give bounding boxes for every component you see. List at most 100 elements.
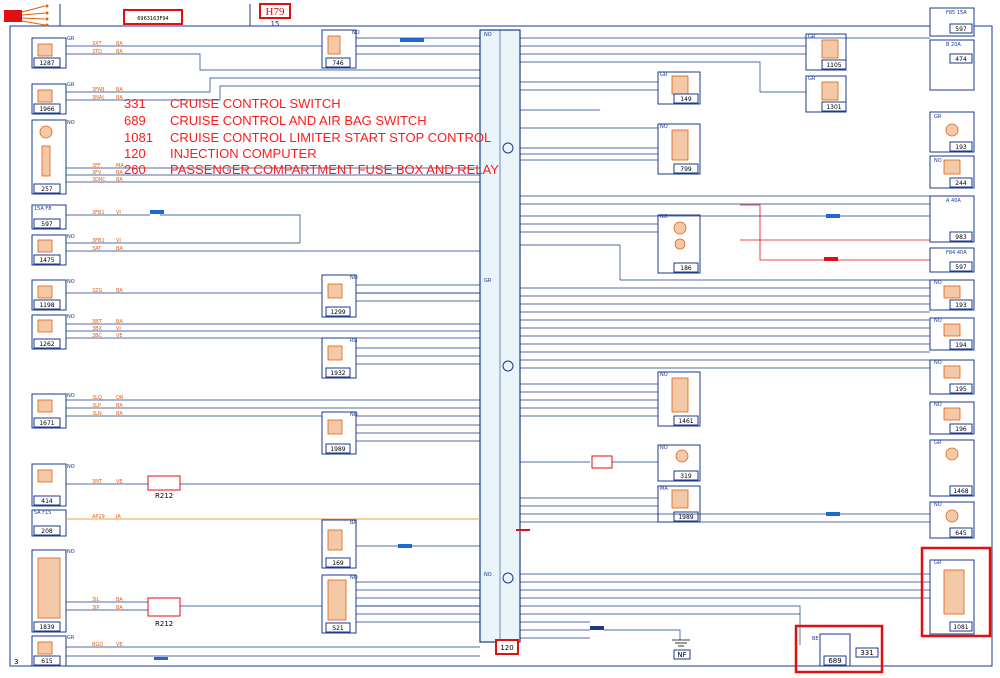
comp-1989r-label: 1989 xyxy=(678,514,693,521)
highlight-689 xyxy=(794,624,884,674)
comp-186-label: 186 xyxy=(680,265,692,272)
comp-1989-label: 1989 xyxy=(330,446,345,453)
sheet-number: 15 xyxy=(271,20,280,28)
comp-1262-label: 1262 xyxy=(39,341,54,348)
comp-645-tag: NO xyxy=(934,502,942,508)
svg-text:BA: BA xyxy=(116,597,123,603)
svg-text:VI: VI xyxy=(116,210,121,216)
ground-label: NF xyxy=(677,651,686,659)
comp-1966-tag: GR xyxy=(67,82,75,88)
svg-text:3DRC: 3DRC xyxy=(92,177,106,183)
comp-196-label: 196 xyxy=(955,426,967,433)
comp-208-tag: 5A F15 xyxy=(34,510,51,516)
legend-label-1: CRUISE CONTROL SWITCH xyxy=(170,96,341,111)
drawing-code-box xyxy=(259,3,291,19)
comp-1932-tag: RG xyxy=(350,338,357,344)
svg-text:BA: BA xyxy=(116,288,123,294)
comp-257-label: 257 xyxy=(41,186,53,193)
comp-983-tag: A 40A xyxy=(946,198,961,204)
svg-text:MA: MA xyxy=(116,163,124,169)
comp-746-tag: NO xyxy=(352,30,360,36)
comp-244-tag: NO xyxy=(934,158,942,164)
legend-label-4: INJECTION COMPUTER xyxy=(170,146,317,161)
svg-text:BA: BA xyxy=(116,170,123,176)
svg-text:3NT: 3NT xyxy=(92,479,103,485)
comp-597-label: 597 xyxy=(41,221,53,228)
comp-597r-label: 597 xyxy=(955,26,967,33)
switch-689-tag: BE xyxy=(812,636,819,642)
legend-label-3: CRUISE CONTROL LIMITER START STOP CONTRO… xyxy=(170,130,491,145)
unit-number-box xyxy=(495,639,519,655)
comp-1932-label: 1932 xyxy=(330,370,345,377)
comp-257-tag: NO xyxy=(67,120,75,126)
legend: 331 CRUISE CONTROL SWITCH 689 CRUISE CON… xyxy=(124,96,499,177)
comp-1475-tag: NO xyxy=(67,234,75,240)
svg-text:3LN: 3LN xyxy=(92,411,102,417)
svg-text:BA: BA xyxy=(116,246,123,252)
comp-s21-label: S21 xyxy=(332,625,344,632)
comp-244-label: 244 xyxy=(955,180,967,187)
svg-text:3XT: 3XT xyxy=(92,41,103,47)
svg-text:VI: VI xyxy=(116,326,121,332)
comp-195-label: 195 xyxy=(955,386,967,393)
comp-1198-label: 1198 xyxy=(39,302,54,309)
comp-799-label: 799 xyxy=(680,166,692,173)
svg-text:BA: BA xyxy=(116,411,123,417)
comp-1198-tag: NO xyxy=(67,279,75,285)
legend-code-1: 331 xyxy=(124,96,146,111)
comp-1301-label: 1301 xyxy=(826,104,841,111)
comp-615-label: 615 xyxy=(41,658,53,665)
svg-text:3TD: 3TD xyxy=(92,49,102,55)
comp-1671-tag: NO xyxy=(67,393,75,399)
svg-text:3FB1: 3FB1 xyxy=(92,210,105,216)
comp-1081-label: 1081 xyxy=(953,624,968,631)
title-box-text: 6963163F94 xyxy=(137,16,169,22)
comp-196-tag: NO xyxy=(934,402,942,408)
comp-414-tag: NO xyxy=(67,464,75,470)
legend-code-2: 689 xyxy=(124,113,146,128)
svg-text:BA: BA xyxy=(116,319,123,325)
switch-331-label: 331 xyxy=(860,649,873,657)
svg-text:BA: BA xyxy=(116,95,123,101)
svg-text:3LP: 3LP xyxy=(92,403,101,409)
svg-text:3AT: 3AT xyxy=(92,246,102,252)
svg-text:OR: OR xyxy=(116,395,124,401)
svg-text:3JL: 3JL xyxy=(92,597,100,603)
comp-474-label: 474 xyxy=(955,56,967,63)
comp-1839-label: 1839 xyxy=(39,624,54,631)
comp-799-tag: NO xyxy=(660,124,668,130)
comp-193-label: 193 xyxy=(955,144,967,151)
svg-text:BA: BA xyxy=(116,41,123,47)
svg-text:BA: BA xyxy=(116,49,123,55)
unit-tag-top: NO xyxy=(484,32,492,38)
comp-1468-label: 1468 xyxy=(953,488,968,495)
comp-1105-label: 1105 xyxy=(826,62,841,69)
comp-194-label: 194 xyxy=(955,342,967,349)
comp-474-tag: B 20A xyxy=(946,42,961,48)
comp-1989r-tag: MA xyxy=(660,486,668,492)
comp-1671-label: 1671 xyxy=(39,420,54,427)
svg-text:3NAJ: 3NAJ xyxy=(92,95,104,101)
legend-code-5: 260 xyxy=(124,162,146,177)
comp-193b-label: 193 xyxy=(955,302,967,309)
comp-1262-tag: NO xyxy=(67,314,75,320)
svg-text:3FV: 3FV xyxy=(92,170,102,176)
comp-169-label: 169 xyxy=(332,560,344,567)
unit-tag-bot: NO xyxy=(484,572,492,578)
svg-text:VI: VI xyxy=(116,238,121,244)
comp-1461-tag: NO xyxy=(660,372,668,378)
comp-1475-label: 1475 xyxy=(39,257,54,264)
svg-text:3ZG: 3ZG xyxy=(92,288,103,294)
legend-code-4: 120 xyxy=(124,146,146,161)
comp-195-tag: NO xyxy=(934,360,942,366)
svg-text:BA: BA xyxy=(116,177,123,183)
svg-text:3FF: 3FF xyxy=(92,163,101,169)
svg-text:3BX: 3BX xyxy=(92,326,103,332)
page-number: 3 xyxy=(14,658,18,666)
comp-s21-tag: NO xyxy=(350,575,358,581)
comp-414-label: 414 xyxy=(41,498,53,505)
svg-text:AP29: AP29 xyxy=(92,514,105,520)
comp-597-tag: 15A F8 xyxy=(34,206,51,212)
svg-text:BGD: BGD xyxy=(92,642,103,648)
